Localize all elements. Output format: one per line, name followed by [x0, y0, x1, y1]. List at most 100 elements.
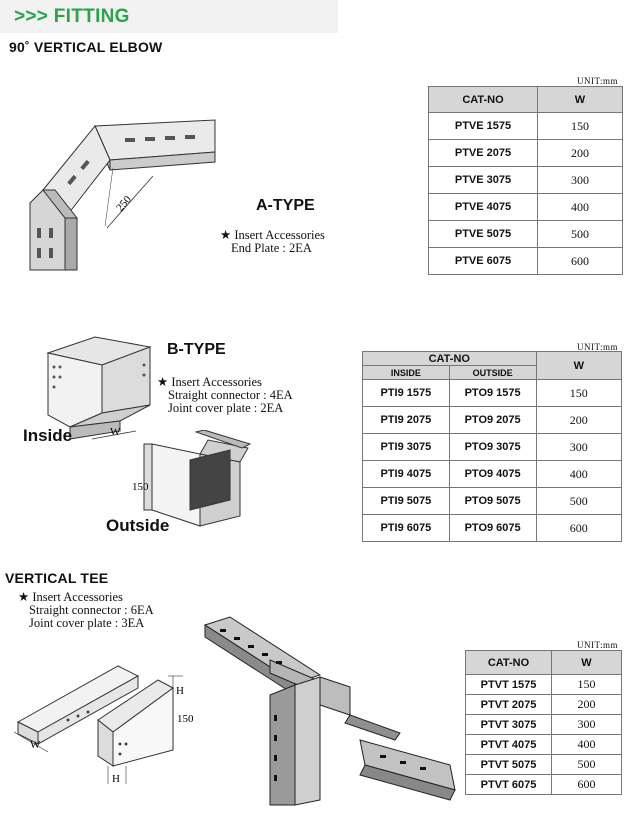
w-cell: 600 — [537, 247, 623, 275]
tee-note-line1: ★ Insert Accessories — [18, 590, 123, 604]
inside-cell: PTI9 2075 — [362, 406, 450, 434]
cat-no-cell: PTVT 6075 — [465, 774, 552, 795]
tee-note-line2: Straight connector : 6EA — [29, 603, 154, 617]
inside-cell: PTI9 4075 — [362, 460, 450, 488]
w-cell: 500 — [535, 487, 623, 515]
tee-note: ★ Insert Accessories Straight connector … — [18, 591, 154, 630]
elbow-unit-label: UNIT:mm — [577, 76, 619, 86]
w-cell: 500 — [551, 754, 622, 775]
w-cell: 500 — [537, 220, 623, 248]
b-type-note: ★ Insert Accessories Straight connector … — [157, 376, 293, 415]
header-bar — [0, 0, 338, 33]
w-cell: 300 — [551, 714, 622, 735]
b-type-outside-drawing: 150 — [132, 430, 252, 527]
tee-photo-drawing — [203, 616, 456, 806]
b-type-note-line1: ★ Insert Accessories — [157, 375, 262, 389]
w-cell: 600 — [551, 774, 622, 795]
inside-cell: PTI9 6075 — [362, 514, 450, 542]
outside-cell: PTO9 2075 — [448, 406, 537, 434]
inside-label: Inside — [23, 426, 73, 445]
cat-no-cell: PTVT 2075 — [465, 694, 552, 715]
tee-col-catno: CAT-NO — [465, 650, 552, 675]
inside-cell: PTI9 1575 — [362, 379, 450, 407]
cat-no-cell: PTVE 5075 — [428, 220, 538, 248]
w-cell: 150 — [537, 112, 623, 140]
elbow-a-type-drawing: 250 — [29, 119, 216, 271]
tee-w-dim: W — [30, 739, 41, 751]
w-cell: 150 — [551, 674, 622, 695]
w-cell: 400 — [551, 734, 622, 755]
w-cell: 400 — [535, 460, 623, 488]
elbow-col-catno: CAT-NO — [428, 86, 538, 113]
elbow-col-w: W — [537, 86, 623, 113]
b-type-inside-drawing: W — [46, 336, 152, 440]
b-type-col-outside: OUTSIDE — [448, 365, 537, 380]
cat-no-cell: PTVT 4075 — [465, 734, 552, 755]
inside-cell: PTI9 3075 — [362, 433, 450, 461]
cat-no-cell: PTVE 6075 — [428, 247, 538, 275]
elbow-dimension-label: 250 — [114, 193, 134, 214]
w-cell: 600 — [535, 514, 623, 542]
w-cell: 300 — [535, 433, 623, 461]
b-type-label: B-TYPE — [167, 341, 226, 358]
b-type-col-inside: INSIDE — [362, 365, 450, 380]
b-type-unit-label: UNIT:mm — [577, 342, 619, 352]
elbow-type-label: A-TYPE — [256, 197, 315, 214]
elbow-note: ★ Insert Accessories End Plate : 2EA — [220, 229, 325, 255]
outside-cell: PTO9 4075 — [448, 460, 537, 488]
tee-note-line3: Joint cover plate : 3EA — [29, 616, 145, 630]
b-type-note-line3: Joint cover plate : 2EA — [168, 401, 284, 415]
w-cell: 400 — [537, 193, 623, 221]
w-cell: 200 — [551, 694, 622, 715]
tee-unit-label: UNIT:mm — [577, 640, 619, 650]
cat-no-cell: PTVT 3075 — [465, 714, 552, 735]
cat-no-cell: PTVT 5075 — [465, 754, 552, 775]
tee-col-w: W — [551, 650, 622, 675]
outside-label: Outside — [106, 516, 170, 535]
w-cell: 200 — [535, 406, 623, 434]
b-type-col-catno: CAT-NO — [362, 351, 537, 366]
outside-cell: PTO9 3075 — [448, 433, 537, 461]
cat-no-cell: PTVE 2075 — [428, 139, 538, 167]
tee-section-title: VERTICAL TEE — [5, 570, 109, 586]
b-type-col-w: W — [535, 351, 623, 380]
elbow-section-title: 90˚ VERTICAL ELBOW — [9, 39, 163, 55]
w-cell: 150 — [535, 379, 623, 407]
tee-h-dim-top: H — [176, 685, 184, 697]
cat-no-cell: PTVE 1575 — [428, 112, 538, 140]
elbow-note-line2: End Plate : 2EA — [231, 241, 312, 255]
outside-cell: PTO9 1575 — [448, 379, 537, 407]
inside-cell: PTI9 5075 — [362, 487, 450, 515]
elbow-note-line1: ★ Insert Accessories — [220, 228, 325, 242]
tee-150-dim: 150 — [177, 713, 194, 725]
tee-h-dim-bottom: H — [112, 773, 120, 785]
cat-no-cell: PTVE 4075 — [428, 193, 538, 221]
header-title: >>> FITTING — [14, 6, 130, 27]
b-type-w-dim: W — [110, 426, 121, 438]
outside-cell: PTO9 6075 — [448, 514, 537, 542]
cat-no-cell: PTVT 1575 — [465, 674, 552, 695]
b-type-note-line2: Straight connector : 4EA — [168, 388, 293, 402]
cat-no-cell: PTVE 3075 — [428, 166, 538, 194]
w-cell: 200 — [537, 139, 623, 167]
